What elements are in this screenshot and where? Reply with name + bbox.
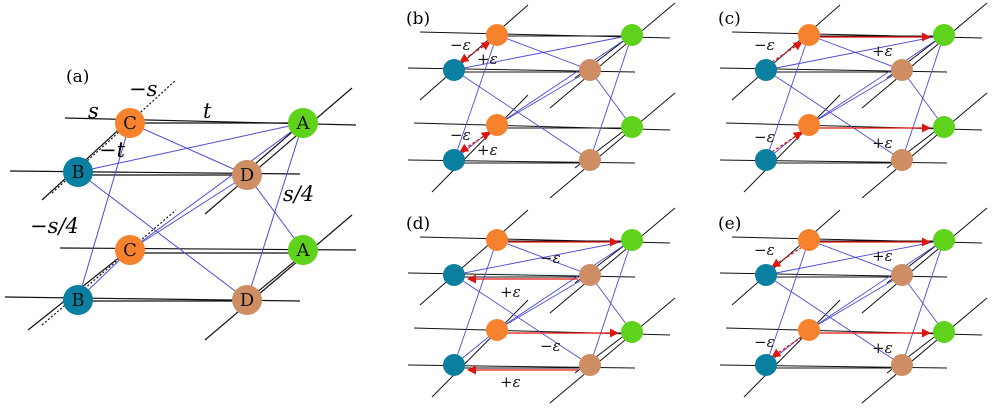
- eps-label-bottom-left: −ε: [540, 337, 561, 355]
- node-b-bottom: [443, 149, 465, 171]
- nodes: [755, 229, 955, 376]
- node-a-bottom: [621, 321, 643, 343]
- node-d-bottom: [891, 354, 913, 376]
- node-a-top: [621, 24, 643, 46]
- panel-c: (c) −ε +ε −ε +ε: [718, 2, 988, 199]
- label-d-bottom: D: [240, 290, 254, 311]
- nodes: [443, 24, 643, 171]
- node-a-bottom: [933, 321, 955, 343]
- node-c-top: [798, 229, 820, 251]
- small-panels: (b) −ε +ε −ε +ε (c) −ε +ε −ε +ε (d) −ε +ε −ε +ε (e) −ε +ε…: [406, 2, 988, 404]
- blue-bonds: [453, 239, 633, 366]
- eps-label-bottom-left: −ε: [754, 333, 775, 351]
- param-s-over-4: s/4: [283, 182, 314, 206]
- blue-bonds: [765, 34, 945, 161]
- node-b-bottom: [755, 149, 777, 171]
- label-b-top: B: [71, 162, 84, 183]
- node-d-bottom: [579, 354, 601, 376]
- eps-label-top-left: −ε: [754, 241, 775, 259]
- eps-label-top-right: +ε: [872, 42, 893, 60]
- eps-label-bottom-left: −ε: [754, 128, 775, 146]
- blue-bonds: [765, 239, 945, 366]
- eps-label-bottom-right: +ε: [872, 339, 893, 357]
- node-c-top: [486, 229, 508, 251]
- red-arrows: [467, 237, 619, 375]
- eps-label-bottom-right: +ε: [500, 373, 521, 391]
- nodes: [443, 229, 643, 376]
- node-d-bottom: [232, 285, 262, 315]
- node-c-bottom: [798, 114, 820, 136]
- node-a-bottom: [933, 116, 955, 138]
- node-d-top: [579, 59, 601, 81]
- panel-tag-e: (e): [718, 214, 741, 234]
- eps-label-top-left: −ε: [540, 249, 561, 267]
- panel-d: (d) −ε +ε −ε +ε: [406, 207, 676, 404]
- node-b-top: [443, 264, 465, 286]
- label-c-bottom: C: [123, 240, 137, 261]
- node-c-top: [115, 108, 145, 138]
- node-c-bottom: [798, 319, 820, 341]
- node-d-bottom: [579, 149, 601, 171]
- eps-label-bottom-right: +ε: [872, 134, 893, 152]
- red-arrows: [459, 41, 491, 153]
- node-b-bottom: [63, 285, 93, 315]
- node-d-top: [579, 264, 601, 286]
- node-b-top: [63, 157, 93, 187]
- param-minus-t: −t: [99, 138, 126, 162]
- red-arrows: [771, 32, 931, 153]
- nodes: [755, 24, 955, 171]
- label-d-top: D: [240, 165, 254, 186]
- node-b-bottom: [443, 354, 465, 376]
- node-a-top: [621, 229, 643, 251]
- eps-label-top-right: +ε: [872, 247, 893, 265]
- panel-b: (b) −ε +ε −ε +ε: [406, 2, 676, 199]
- node-a-bottom: [621, 116, 643, 138]
- node-b-top: [755, 59, 777, 81]
- node-b-top: [755, 264, 777, 286]
- node-a-bottom: [288, 235, 318, 265]
- label-a-bottom: A: [296, 240, 311, 261]
- node-d-bottom: [891, 149, 913, 171]
- node-c-bottom: [115, 235, 145, 265]
- node-c-bottom: [486, 114, 508, 136]
- node-c-top: [798, 24, 820, 46]
- node-c-top: [486, 24, 508, 46]
- param-t: t: [203, 99, 212, 123]
- nodes-a: [63, 108, 318, 315]
- panel-tag-d: (d): [406, 214, 430, 234]
- param-s: s: [88, 99, 99, 123]
- param-minus-s-over-4: −s/4: [30, 214, 79, 238]
- node-a-top: [933, 229, 955, 251]
- label-c-top: C: [123, 113, 137, 134]
- panel-tag-a: (a): [66, 67, 89, 87]
- eps-label-top-left: −ε: [754, 36, 775, 54]
- dotted-lines: [41, 79, 177, 326]
- eps-label-bottom-left: −ε: [450, 126, 471, 144]
- label-b-bottom: B: [71, 290, 84, 311]
- eps-label-bottom-right: +ε: [477, 141, 498, 159]
- panel-e: (e) −ε +ε −ε +ε: [718, 207, 988, 404]
- panel-a: C A B D C A B D (a) −s s t −t s/4 −s/4: [4, 67, 357, 341]
- red-arrows: [771, 237, 931, 358]
- node-c-bottom: [486, 319, 508, 341]
- param-minus-s: −s: [129, 77, 158, 101]
- panel-tag-c: (c): [718, 9, 741, 29]
- eps-label-top-right: +ε: [477, 50, 498, 68]
- panel-tag-b: (b): [406, 9, 430, 29]
- node-d-top: [891, 264, 913, 286]
- node-a-top: [933, 24, 955, 46]
- eps-label-top-right: +ε: [500, 283, 521, 301]
- node-d-top: [232, 160, 262, 190]
- node-b-bottom: [755, 354, 777, 376]
- node-d-top: [891, 59, 913, 81]
- node-a-top: [288, 108, 318, 138]
- eps-label-top-left: −ε: [450, 36, 471, 54]
- label-a-top: A: [296, 113, 311, 134]
- node-b-top: [443, 59, 465, 81]
